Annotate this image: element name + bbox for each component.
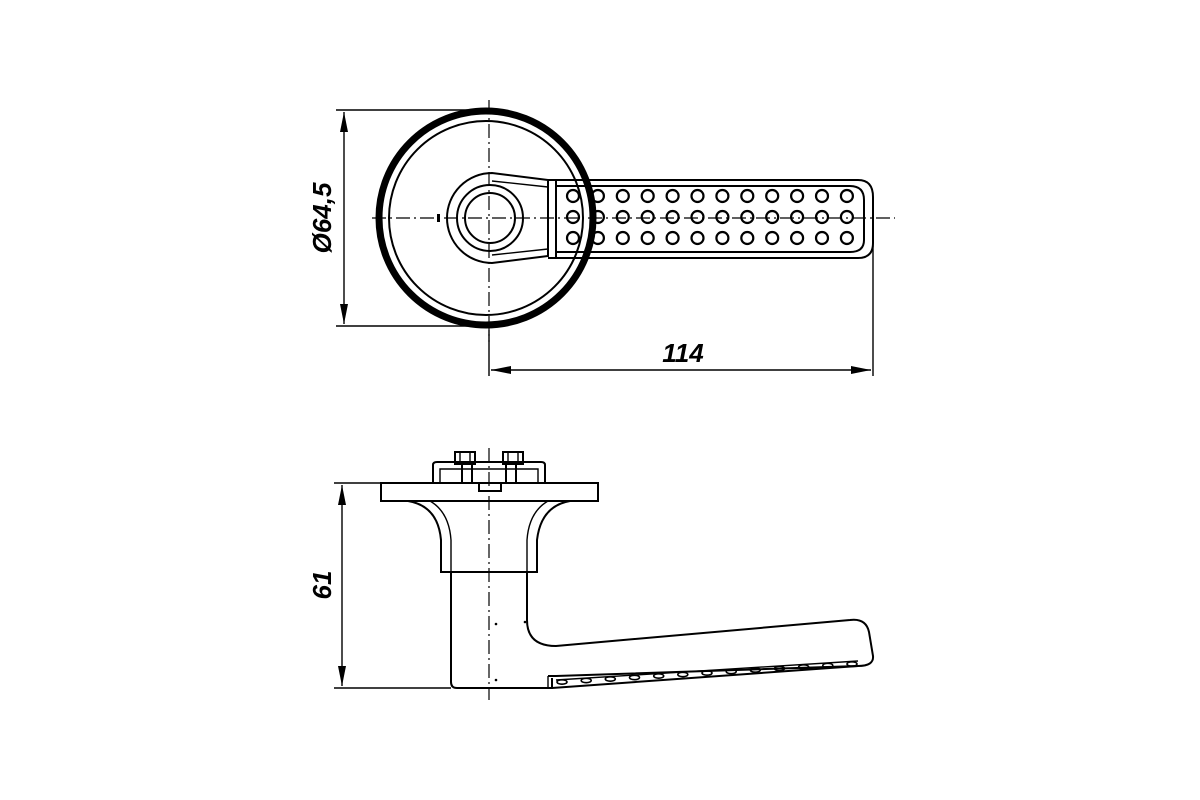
grip-dot: [615, 209, 630, 225]
height-label: 61: [307, 571, 337, 600]
grip-dot: [590, 188, 606, 204]
side-grip-dot: [556, 678, 568, 685]
side-grip-dot: [821, 662, 834, 669]
grip-dot: [765, 230, 780, 246]
side-grip-dot: [604, 675, 617, 682]
lever-hub-inner: [491, 180, 549, 256]
lever-grip-panel: [555, 185, 865, 253]
grip-dot: [665, 188, 680, 204]
mounting-clips: [432, 451, 546, 492]
lever-shank: [450, 572, 553, 689]
grip-dot: [715, 230, 730, 246]
grip-dot: [814, 188, 830, 204]
diameter-arrow-top: [340, 112, 348, 132]
lever-body: [548, 179, 874, 259]
grip-dots-side: [556, 660, 858, 685]
grip-dot: [765, 209, 780, 225]
grip-dot: [640, 209, 655, 225]
side-view: 61: [307, 448, 875, 700]
side-grip-dot: [652, 672, 665, 679]
side-grip-dot: [676, 671, 689, 678]
spindle-mark: [437, 214, 440, 222]
rosette-inner-ring: [388, 120, 584, 316]
grip-dot: [765, 188, 780, 204]
length-label: 114: [662, 338, 704, 368]
grip-dot: [565, 209, 581, 225]
lever-bottom-edge: [551, 665, 859, 689]
length-arrow-left: [491, 366, 511, 374]
top-view: Ø64,5 114: [307, 100, 895, 376]
grip-dot: [665, 230, 680, 246]
grip-dot: [740, 230, 755, 246]
height-arrow-bottom: [338, 666, 346, 686]
side-grip-dot: [580, 677, 593, 684]
base-plate: [380, 482, 599, 502]
grip-dot: [565, 188, 581, 204]
side-grip-dot: [725, 668, 738, 675]
lever-shank-right: [526, 572, 875, 677]
shank-mark-2: [523, 620, 527, 624]
shank-mark: [494, 622, 498, 626]
grip-dot: [715, 188, 730, 204]
side-grip-dot: [749, 666, 762, 673]
grip-dot: [615, 188, 630, 204]
diameter-arrow-bottom: [340, 304, 348, 324]
grip-dot: [839, 209, 855, 225]
rosette-flare-inner: [429, 500, 549, 572]
grip-dot: [690, 209, 705, 225]
grip-dot: [665, 209, 680, 225]
grip-dot: [590, 209, 606, 225]
side-grip-dot: [628, 674, 641, 681]
side-grip-dot: [701, 669, 713, 676]
side-grip-dot: [797, 663, 810, 670]
diameter-label: Ø64,5: [307, 182, 337, 253]
side-grip-dot: [846, 660, 858, 667]
grip-dot: [740, 188, 755, 204]
grip-dot: [565, 230, 581, 246]
grip-dot: [814, 209, 830, 225]
grip-dot: [789, 230, 805, 246]
grip-dot: [715, 209, 730, 225]
height-arrow-top: [338, 485, 346, 505]
grip-dot: [789, 209, 805, 225]
grip-dot: [690, 230, 705, 246]
side-grip-dot: [773, 665, 786, 672]
spindle-hole-outer: [456, 184, 524, 252]
lever-hub: [446, 171, 549, 265]
grip-dot: [839, 188, 855, 204]
grip-dot: [814, 230, 830, 246]
grip-dots-top: [565, 188, 855, 246]
grip-dot: [590, 230, 606, 246]
rosette-flare: [407, 500, 571, 573]
grip-dot: [640, 188, 655, 204]
length-arrow-right: [851, 366, 871, 374]
shank-mark-3: [494, 678, 498, 682]
grip-dot: [740, 209, 755, 225]
grip-dot: [839, 230, 855, 246]
grip-dot: [789, 188, 805, 204]
grip-dot: [640, 230, 655, 246]
grip-dot: [690, 188, 705, 204]
spindle-hole: [464, 192, 516, 244]
grip-dot: [615, 230, 630, 246]
